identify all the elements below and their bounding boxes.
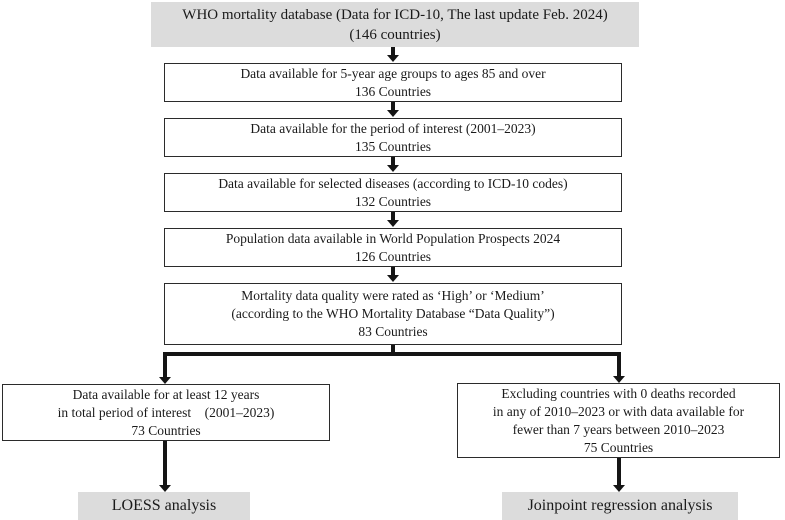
step-diseases-count: 132 Countries bbox=[354, 193, 432, 209]
step-population-count: 126 Countries bbox=[354, 248, 432, 264]
loess-analysis-label: LOESS analysis bbox=[111, 497, 217, 514]
joinpoint-analysis-box: Joinpoint regression analysis bbox=[502, 492, 738, 520]
step-quality-box: Mortality data quality were rated as ‘Hi… bbox=[164, 283, 622, 345]
right-branch-count: 75 Countries bbox=[583, 439, 654, 455]
right-branch-line-1: Excluding countries with 0 deaths record… bbox=[501, 385, 736, 401]
step-diseases-box: Data available for selected diseases (ac… bbox=[164, 173, 622, 212]
left-branch-line-2: in total period of interest (2001–2023) bbox=[57, 404, 275, 420]
who-database-box: WHO mortality database (Data for ICD-10,… bbox=[151, 2, 639, 47]
step-population-box: Population data available in World Popul… bbox=[164, 228, 622, 267]
step-quality-line-2: (according to the WHO Mortality Database… bbox=[231, 306, 555, 321]
step-age-groups-count: 136 Countries bbox=[354, 83, 432, 99]
step-period-count: 135 Countries bbox=[354, 138, 432, 154]
right-branch-box: Excluding countries with 0 deaths record… bbox=[457, 383, 780, 458]
step-quality-count: 83 Countries bbox=[358, 324, 428, 339]
branch-horizontal-line bbox=[163, 352, 621, 356]
right-branch-line-3: fewer than 7 years between 2010–2023 bbox=[512, 421, 725, 437]
loess-analysis-box: LOESS analysis bbox=[78, 492, 250, 520]
step-diseases-line-1: Data available for selected diseases (ac… bbox=[218, 175, 568, 191]
branch-stub-line bbox=[391, 345, 395, 356]
joinpoint-analysis-label: Joinpoint regression analysis bbox=[527, 497, 713, 514]
left-branch-box: Data available for at least 12 years in … bbox=[2, 384, 330, 441]
step-period-box: Data available for the period of interes… bbox=[164, 118, 622, 157]
who-database-line-1: WHO mortality database (Data for ICD-10,… bbox=[182, 6, 608, 23]
right-branch-line-2: in any of 2010–2023 or with data availab… bbox=[492, 403, 745, 419]
step-population-line-1: Population data available in World Popul… bbox=[225, 230, 561, 246]
step-age-groups-line-1: Data available for 5-year age groups to … bbox=[240, 65, 546, 81]
step-period-line-1: Data available for the period of interes… bbox=[250, 120, 536, 136]
step-quality-line-1: Mortality data quality were rated as ‘Hi… bbox=[241, 288, 545, 303]
who-database-line-2: (146 countries) bbox=[349, 26, 441, 43]
step-age-groups-box: Data available for 5-year age groups to … bbox=[164, 63, 622, 102]
left-branch-count: 73 Countries bbox=[131, 422, 201, 438]
left-branch-line-1: Data available for at least 12 years bbox=[72, 386, 260, 402]
